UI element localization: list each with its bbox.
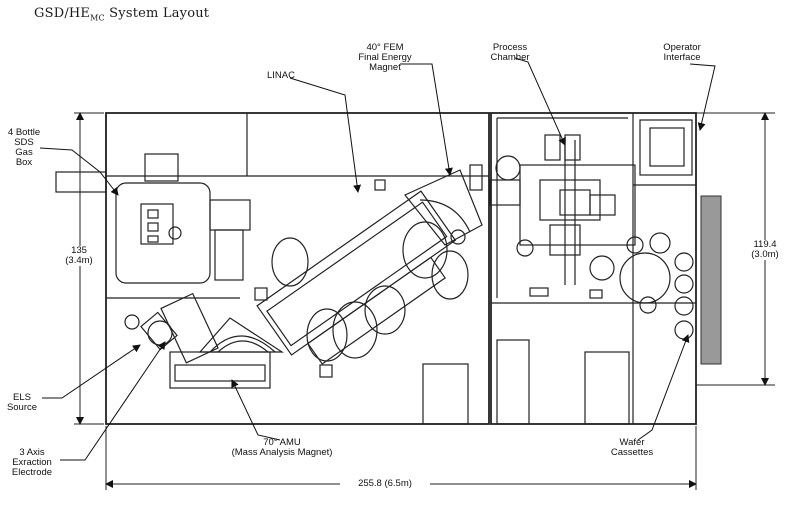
wafer-cassette-3 — [674, 296, 694, 316]
title-subscript: MC — [90, 13, 105, 23]
height-left-dimension: 135 (3.4m) — [54, 246, 104, 266]
height-right-dimension: 119.4 (3.0m) — [740, 240, 790, 260]
gas-box-label: 4 Bottle SDS Gas Box — [7, 127, 41, 168]
fem-label: 40° FEM Final Energy Magnet — [358, 42, 412, 73]
els-source-label: ELS Source — [6, 392, 38, 413]
title-main: GSD/HE — [34, 6, 91, 21]
operator-interface-label: Operator Interface — [663, 42, 701, 63]
wafer-cassette-4 — [674, 320, 694, 340]
fem-magnet — [404, 169, 483, 246]
process-chamber-label: Process Chamber — [490, 42, 530, 63]
left-enclosure-outline — [105, 112, 490, 425]
linac — [256, 190, 457, 365]
wafer-cassette-1 — [674, 252, 694, 272]
amu-label: 70° AMU (Mass Analysis Magnet) — [231, 437, 333, 458]
linac-label: LINAC — [267, 70, 295, 81]
wafer-cassette-2 — [674, 274, 694, 294]
operator-interface — [639, 119, 693, 176]
extraction-electrode-label: 3 Axis Exraction Electrode — [11, 447, 53, 478]
wafer-cassettes-label: Wafer Cassettes — [610, 437, 654, 458]
width-bottom-dimension: 255.8 (6.5m) — [340, 479, 430, 489]
right-enclosure-outline — [490, 112, 697, 425]
diagram-title: GSD/HEMC System Layout — [34, 6, 209, 23]
title-rest: System Layout — [104, 6, 210, 21]
process-chamber — [519, 164, 636, 246]
gas-box — [115, 182, 211, 284]
side-panel — [700, 195, 722, 365]
